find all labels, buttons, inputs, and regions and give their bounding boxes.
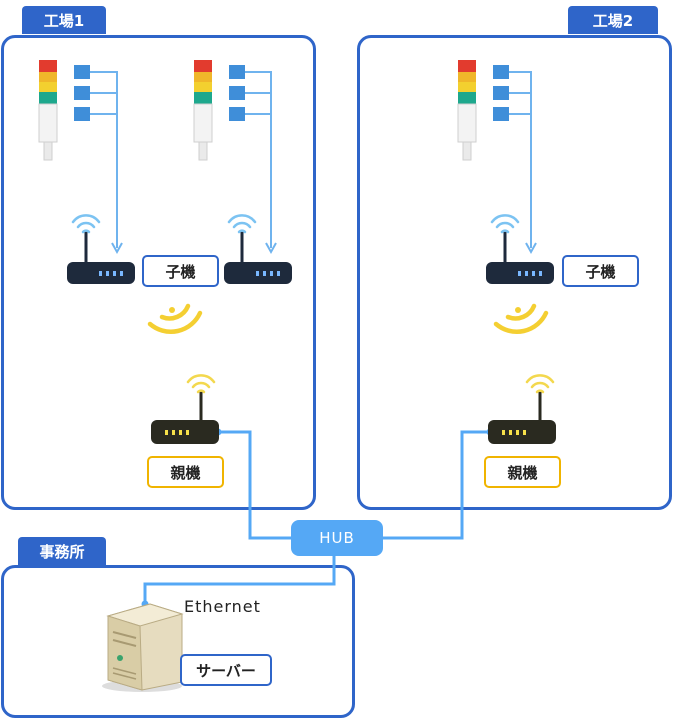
link-hub-to-server: [143, 556, 336, 604]
wireless-wave-icon: [150, 306, 200, 332]
parent-unit-label: 親機: [147, 456, 224, 488]
signal-tower-icon: [38, 59, 58, 161]
parent-router-icon: [151, 374, 219, 444]
bulb-icons: [493, 65, 509, 121]
bulb-icons: [229, 65, 245, 121]
child-router-icon: [67, 214, 135, 284]
ethernet-label: Ethernet: [184, 597, 261, 616]
link-factory1-to-hub: [218, 430, 292, 540]
child-unit-label: 子機: [562, 255, 639, 287]
server-label: サーバー: [180, 654, 272, 686]
child-router-icon: [486, 214, 554, 284]
parent-unit-label: 親機: [484, 456, 561, 488]
parent-router-icon: [488, 374, 556, 444]
link-factory2-to-hub: [382, 430, 490, 540]
signal-tower-icon: [457, 59, 477, 161]
child-router-icon: [224, 214, 292, 284]
hub-box: HUB: [291, 520, 383, 556]
factory2-tab: 工場2: [568, 6, 658, 34]
office-tab: 事務所: [18, 537, 106, 565]
child-unit-label: 子機: [142, 255, 219, 287]
signal-tower-icon: [193, 59, 213, 161]
factory1-tab: 工場1: [22, 6, 106, 34]
server-icon: [102, 603, 184, 692]
bulb-icons: [74, 65, 90, 121]
wireless-wave-icon: [496, 306, 546, 332]
